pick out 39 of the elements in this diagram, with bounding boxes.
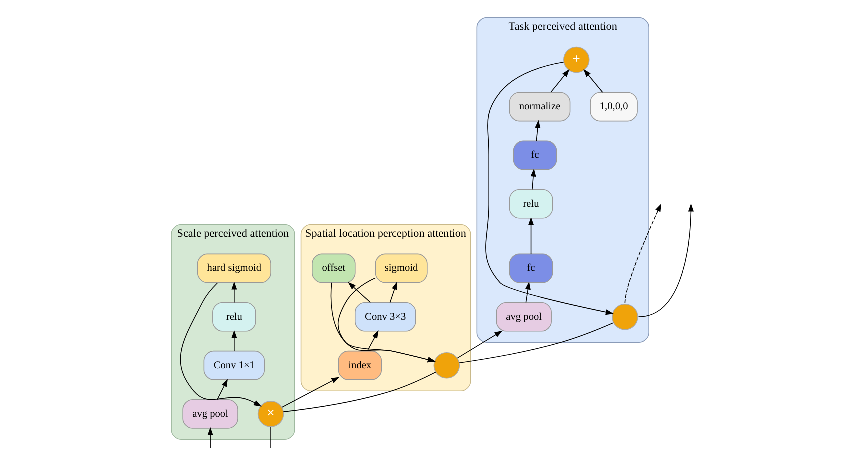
node-box: hard sigmoid [196,254,271,284]
arrow [207,427,213,449]
node-box: Conv 1×1 [203,350,265,380]
node-box: normalize [508,92,570,122]
node-box: fc [508,254,553,284]
node-box: avg pool [182,399,238,429]
arrow [180,282,262,407]
node-box: relu [212,302,256,332]
node-box: index [338,350,382,380]
arrow [530,168,536,190]
node-box: avg pool [496,302,552,332]
arrow [485,62,614,316]
arrow [528,217,534,254]
arrow [456,330,502,359]
arrow [231,330,237,352]
arrow [583,69,603,93]
arrow [624,204,661,304]
node-box: offset [312,254,356,284]
arrow [281,377,340,408]
node-box: 1,0,0,0 [590,92,638,122]
node-circle [433,352,460,379]
arrow [216,379,228,400]
arrow [524,282,530,304]
arrow [366,330,378,352]
arrow [389,282,397,304]
arrow [550,69,570,93]
connector [270,426,271,449]
node-box: sigmoid [374,254,428,284]
node-box: Conv 3×3 [354,302,416,332]
node-circle: × [257,401,284,428]
arrow [348,282,371,304]
node-circle: + [563,46,590,74]
node-box: relu [508,189,553,219]
arrow [534,120,540,142]
arrow [231,282,237,304]
node-circle [612,304,638,330]
connector [458,322,614,364]
node-box: fc [512,140,557,170]
connector [282,372,436,412]
